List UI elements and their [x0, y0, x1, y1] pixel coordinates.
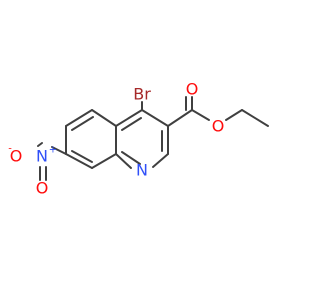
bond	[141, 109, 169, 127]
charge-label-n-nitro: +	[49, 145, 57, 156]
bond	[167, 109, 193, 127]
bond	[65, 109, 93, 127]
charge-label-o-nitro-top: -	[8, 144, 12, 155]
atom-label-n-nitro: N	[36, 147, 48, 166]
bond	[65, 153, 93, 169]
atom-label-o-ester: O	[212, 117, 225, 136]
bond	[152, 153, 169, 168]
bond	[51, 146, 67, 155]
bond	[121, 117, 142, 131]
bond	[91, 109, 117, 127]
bond	[241, 109, 269, 127]
bond	[91, 153, 117, 169]
bond	[71, 150, 93, 163]
chemical-structure: Br O O N N + O - O	[8, 80, 269, 198]
bond	[71, 116, 94, 131]
atom-label-o-nitro-bottom: O	[36, 179, 49, 198]
bond	[225, 109, 243, 121]
bond	[121, 151, 141, 165]
atom-label-br: Br	[133, 85, 151, 104]
atom-label-n-ring: N	[136, 161, 148, 180]
bonds	[37, 96, 269, 181]
bond	[115, 109, 143, 127]
atom-label-o-carbonyl: O	[186, 80, 199, 99]
atom-label-o-nitro-top: O	[10, 147, 23, 166]
bond	[37, 142, 43, 147]
bond	[191, 109, 210, 121]
bond	[115, 153, 132, 169]
